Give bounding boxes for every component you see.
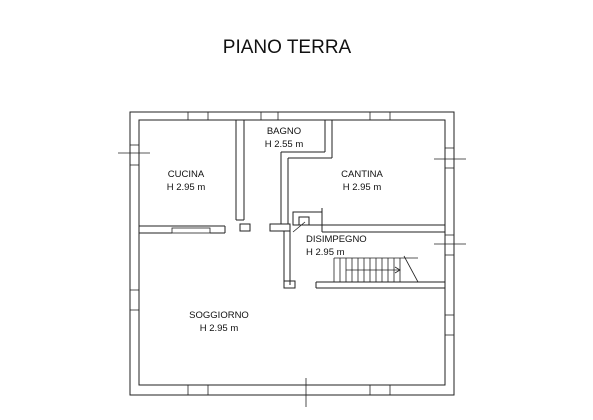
room-name: DISIMPEGNO	[306, 234, 367, 245]
room-label-disimpegno: DISIMPEGNO H 2.95 m	[306, 234, 367, 258]
room-name: CANTINA	[341, 169, 383, 180]
room-label-bagno: BAGNO H 2.55 m	[265, 126, 304, 150]
plan-title: PIANO TERRA	[223, 37, 352, 58]
room-height: H 2.55 m	[265, 139, 304, 150]
windows	[130, 112, 454, 395]
room-height: H 2.95 m	[343, 182, 382, 193]
room-label-cucina: CUCINA H 2.95 m	[167, 169, 206, 193]
room-name: BAGNO	[267, 126, 301, 137]
interior-walls	[139, 120, 445, 289]
outer-walls	[129, 111, 455, 396]
staircase	[333, 255, 419, 283]
room-label-soggiorno: SOGGIORNO H 2.95 m	[189, 310, 249, 334]
room-name: CUCINA	[168, 169, 205, 180]
room-height: H 2.95 m	[306, 247, 345, 258]
room-label-cantina: CANTINA H 2.95 m	[341, 169, 383, 193]
room-height: H 2.95 m	[200, 323, 239, 334]
section-marks	[118, 152, 466, 407]
room-name: SOGGIORNO	[189, 310, 249, 321]
room-height: H 2.95 m	[167, 182, 206, 193]
